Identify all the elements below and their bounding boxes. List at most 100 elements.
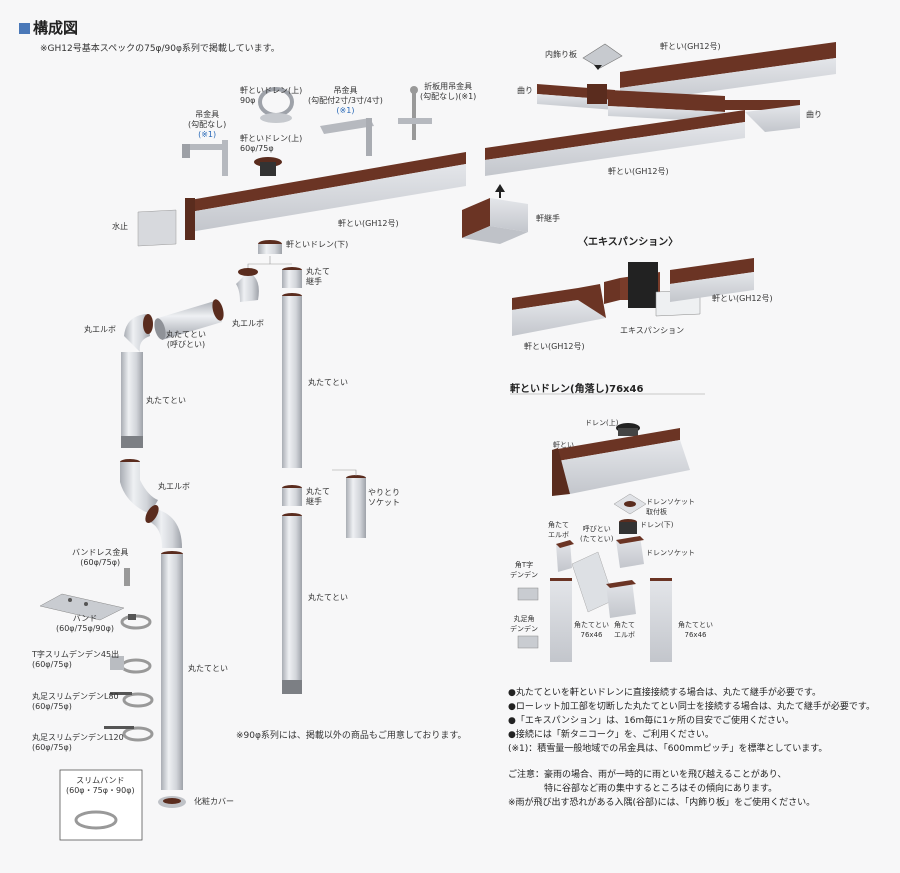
- label-k-plate: ドレンソケット 取付板: [646, 498, 695, 516]
- label-k-drain-bottom: ドレン(下): [640, 521, 674, 529]
- note-90-series: ※90φ系列には、掲載以外の商品もご用意しております。: [236, 731, 467, 741]
- label-drain-bottom: 軒といドレン(下): [286, 240, 349, 249]
- label-bandless: バンドレス金具 (60φ/75φ): [72, 548, 129, 567]
- label-curve-right: 曲り: [806, 110, 822, 119]
- yobi-square: [571, 551, 615, 613]
- leader-line: [332, 469, 357, 476]
- caution-line: ※雨が飛び出す恐れがある入隅(谷部)には、「内飾り板」をご使用ください。: [508, 798, 816, 808]
- label-pipe-2: 丸たてとい: [308, 378, 348, 387]
- caution-line: 特に谷部など雨の集中するところはその傾向にあります。: [508, 784, 778, 794]
- label-pipe-1: 丸たてとい: [146, 396, 186, 405]
- label-exp-gutter-right: 軒とい(GH12号): [712, 294, 773, 303]
- label-k-maru: 丸足角 デンデン: [510, 615, 538, 633]
- kaku-gutter: [552, 428, 690, 496]
- label-slim-120: 丸足スリムデンデンL120 (60φ/75φ): [32, 733, 124, 752]
- kaku-pipe-right: [650, 578, 672, 662]
- label-band: バンド (60φ/75φ/90φ): [56, 614, 115, 633]
- socket-part: [346, 475, 366, 538]
- drain-bottom-square: [619, 519, 637, 534]
- drain-90: [258, 87, 294, 123]
- label-k-t: 角T字 デンデン: [510, 561, 538, 579]
- label-elbow-1: 丸エルボ: [84, 325, 116, 334]
- page-subtitle: ※GH12号基本スペックの75φ/90φ系列で掲載しています。: [40, 44, 280, 54]
- notes-list: ●丸たてといを軒といドレンに直接接続する場合は、丸たて継手が必要です。 ●ローレ…: [508, 686, 875, 756]
- expansion-title: 〈エキスパンション〉: [578, 237, 679, 248]
- label-gutter-mid: 軒とい(GH12号): [608, 167, 669, 176]
- yobitoi-pipe: [154, 299, 224, 340]
- label-curve-left: 曲り: [517, 86, 533, 95]
- band-fitting: [120, 614, 152, 630]
- label-joint-2: 丸たて 継手: [306, 487, 330, 506]
- kaku-t-fitting: [517, 587, 539, 601]
- label-pipe-3: 丸たてとい: [308, 593, 348, 602]
- note-item: ●「エキスパンション」は、16m毎に1ヶ所の目安でご使用ください。: [508, 716, 794, 726]
- label-k-socket: ドレンソケット: [646, 549, 695, 557]
- gutter-top-right: [620, 42, 836, 104]
- note-item: ●接続には「新タニコーク」を、ご利用ください。: [508, 730, 714, 740]
- hanger-a: [182, 140, 228, 176]
- gutter-joint: [462, 184, 528, 244]
- left-pipe-2: [161, 551, 183, 790]
- label-gutter-top: 軒とい(GH12号): [660, 42, 721, 51]
- slim-80-fitting: [110, 692, 154, 708]
- elbow-low: [145, 504, 182, 548]
- label-exp-gutter-left: 軒とい(GH12号): [524, 342, 585, 351]
- t-slim-fitting: [110, 656, 152, 674]
- water-stop: [137, 209, 177, 247]
- kaku-pipe-left: [550, 578, 572, 662]
- inner-decoration-plate: [582, 43, 623, 70]
- label-elbow-2: 丸エルボ: [232, 319, 264, 328]
- drain-socket: [616, 536, 644, 568]
- label-cover: 化粧カバー: [194, 797, 234, 806]
- kaku-elbow-top: [556, 540, 574, 572]
- note-item: ●ローレット加工部を切断した丸たてとい同士を接続する場合は、丸たて継手が必要です…: [508, 702, 875, 712]
- label-inner-plate: 内飾り板: [545, 50, 577, 59]
- label-pipe-4: 丸たてとい: [188, 664, 228, 673]
- label-water-stop: 水止: [112, 222, 128, 231]
- gutter-main: [185, 152, 466, 240]
- kaku-maru-fitting: [517, 635, 539, 649]
- hanger-c: [398, 86, 432, 140]
- gutter-middle: [485, 110, 745, 176]
- caution-line: ご注意：豪雨の場合、雨が一時的に雨といを飛び越えることがあり、: [508, 770, 787, 780]
- bandless-fitting: [39, 568, 130, 621]
- leader-line: [269, 256, 292, 265]
- drain-top-square: [616, 423, 640, 436]
- socket-plate: [613, 493, 647, 515]
- label-gutter-joint: 軒継手: [536, 214, 560, 223]
- cover-part: [158, 796, 186, 808]
- slim-band-part: [74, 810, 118, 830]
- label-k-elbow-1: 角たて エルボ: [548, 521, 569, 539]
- page-title: 構成図: [19, 17, 78, 38]
- label-hanger-a: 吊金具 (勾配なし) (※1): [188, 110, 227, 139]
- label-gutter-main: 軒とい(GH12号): [338, 219, 399, 228]
- center-pipe-upper: [282, 267, 302, 468]
- label-socket: やりとり ソケット: [368, 488, 400, 507]
- note-item: ●丸たてといを軒といドレンに直接接続する場合は、丸たて継手が必要です。: [508, 688, 821, 698]
- elbow-top: [236, 268, 259, 302]
- center-pipe-joint: [282, 485, 302, 694]
- elbow-mid: [120, 459, 158, 514]
- label-drain-60: 軒といドレン(上) 60φ/75φ: [240, 134, 303, 153]
- gutter-corner-left: [537, 84, 615, 110]
- label-elbow-3: 丸エルボ: [158, 482, 190, 491]
- label-k-pipe-1: 角たてとい 76x46: [574, 621, 609, 639]
- drain-60-75: [254, 157, 282, 176]
- label-hanger-c: 折板用吊金具 (勾配なし)(※1): [420, 82, 477, 101]
- label-slim-80: 丸足スリムデンデンL80 (60φ/75φ): [32, 692, 119, 711]
- elbow-left: [124, 314, 153, 352]
- label-k-drain-top: ドレン(上): [585, 419, 619, 427]
- square-drain-title: 軒といドレン(角落し)76x46: [510, 384, 644, 395]
- drain-bottom-part: [258, 240, 282, 254]
- hanger-b: [320, 118, 374, 156]
- label-hanger-b: 吊金具 (勾配付2寸/3寸/4寸) (※1): [308, 86, 383, 115]
- label-yobitoi: 丸たてとい (呼びとい): [166, 330, 206, 349]
- label-t-slim: T字スリムデンデン45出 (60φ/75φ): [32, 650, 120, 669]
- label-k-yobitoi: 呼びとい (たてとい): [580, 525, 614, 543]
- label-drain-90: 軒といドレン(上) 90φ: [240, 86, 303, 105]
- label-joint-1: 丸たて 継手: [306, 267, 330, 286]
- left-pipe-1: [121, 352, 143, 448]
- note-item: (※1)：積雪量一般地域での吊金具は、「600mmピッチ」を標準としています。: [508, 744, 828, 754]
